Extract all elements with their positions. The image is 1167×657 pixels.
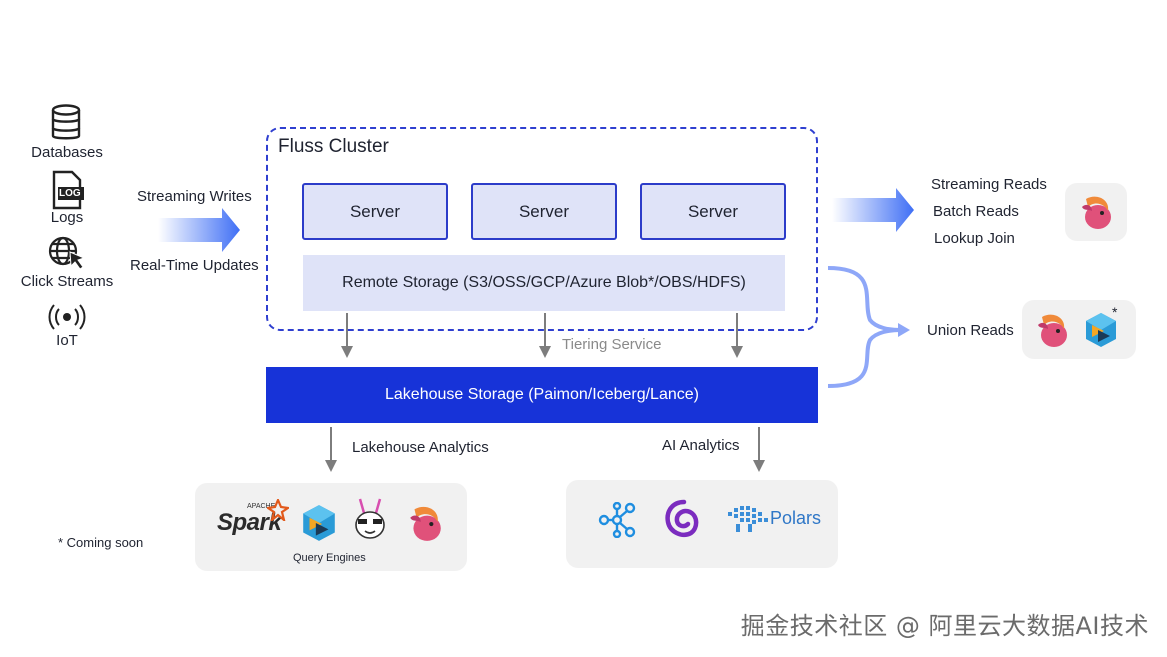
ai-analytics-label: AI Analytics [662, 437, 740, 454]
coming-soon-footnote: * Coming soon [58, 535, 144, 550]
flink-squirrel-icon [1038, 314, 1067, 347]
watermark: 掘金技术社区 @ 阿里云大数据AI技术 [740, 612, 1149, 640]
server-box-2: Server [471, 183, 617, 240]
query-engines-panel: APACHE Spark Query Engines [195, 483, 467, 571]
spark-star-icon [267, 499, 289, 521]
polars-bear-icon [728, 506, 768, 532]
server-box-3: Server [640, 183, 786, 240]
spark-apache-text: APACHE [247, 503, 276, 510]
swirl-logo-icon [665, 499, 699, 538]
polars-logo: Polars [726, 502, 821, 541]
union-reads-brace [827, 266, 901, 388]
database-icon [50, 104, 82, 147]
flink-panel [1065, 183, 1127, 241]
union-reads-panel: * [1022, 300, 1136, 359]
lakehouse-analytics-label: Lakehouse Analytics [352, 439, 489, 456]
coming-soon-asterisk: * [1112, 304, 1118, 320]
reads-list: Streaming Reads Batch Reads Lookup Join [931, 171, 1047, 252]
union-reads-label: Union Reads [927, 322, 1014, 339]
streaming-writes-arrow [158, 208, 240, 252]
wireless-signal-icon [47, 302, 87, 337]
spark-logo-icon: APACHE Spark [217, 499, 289, 537]
globe-cursor-icon [48, 236, 88, 275]
spark-wordmark: Spark [217, 509, 282, 536]
log-file-icon: LOG [50, 170, 86, 215]
batch-reads-label: Batch Reads [933, 203, 1019, 220]
network-nodes-icon [598, 502, 636, 538]
query-engines-label: Query Engines [293, 552, 366, 564]
polars-wordmark: Polars [770, 508, 822, 528]
starrocks-logo-icon [1086, 313, 1116, 347]
tiering-service-label: Tiering Service [562, 336, 662, 353]
union-reads-arrowhead [898, 323, 910, 337]
trino-bunny-icon [355, 498, 385, 539]
starrocks-logo-icon [303, 505, 335, 541]
flink-squirrel-icon [1082, 196, 1111, 229]
tiering-arrows [341, 313, 743, 358]
source-label-logs: Logs [50, 209, 84, 226]
server-box-1: Server [302, 183, 448, 240]
streaming-reads-arrow [832, 188, 914, 232]
realtime-updates-label: Real-Time Updates [130, 257, 259, 274]
fluss-cluster-box [266, 127, 818, 331]
flink-squirrel-icon [410, 506, 441, 541]
source-label-click-streams: Click Streams [20, 273, 114, 290]
source-label-iot: IoT [56, 332, 78, 349]
lookup-join-label: Lookup Join [934, 230, 1015, 247]
remote-storage-box: Remote Storage (S3/OSS/GCP/Azure Blob*/O… [303, 255, 785, 311]
ai-tools-panel: Polars [566, 480, 838, 568]
lakehouse-storage-box: Lakehouse Storage (Paimon/Iceberg/Lance) [266, 367, 818, 423]
fluss-cluster-title: Fluss Cluster [278, 136, 389, 157]
analytics-arrows [325, 427, 765, 472]
log-badge: LOG [59, 188, 81, 199]
streaming-reads-label: Streaming Reads [931, 176, 1047, 193]
source-label-databases: Databases [31, 144, 103, 161]
streaming-writes-label: Streaming Writes [137, 188, 252, 205]
